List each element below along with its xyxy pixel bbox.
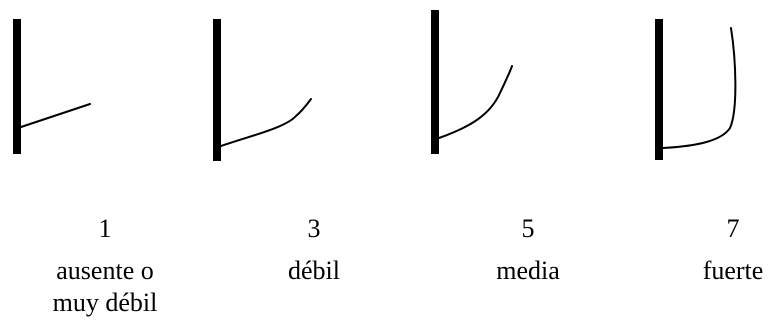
scale-item-3-drawing	[213, 19, 312, 161]
scale-caption-1: ausente o muy débil	[53, 255, 158, 319]
scale-caption-5-line-1: media	[496, 256, 560, 285]
scale-value-5: 5	[521, 214, 535, 243]
curve-line-3	[220, 98, 312, 147]
scale-caption-7: fuerte	[703, 255, 764, 287]
scale-item-1-drawing	[13, 19, 91, 154]
stem-bar-3	[213, 19, 221, 161]
curve-line-5	[438, 65, 513, 139]
curve-line-1	[20, 103, 91, 128]
scale-value-7: 7	[726, 214, 740, 243]
scale-value-3: 3	[307, 214, 321, 243]
curve-line-7	[662, 27, 737, 149]
scale-caption-1-line-1: ausente o	[56, 256, 154, 285]
scale-caption-1-line-2: muy débil	[52, 288, 158, 317]
scale-caption-5: media	[496, 255, 560, 287]
stem-bar-5	[431, 10, 439, 154]
stem-bar-7	[655, 19, 663, 160]
scale-value-1: 1	[98, 214, 112, 243]
scale-caption-3-line-1: débil	[288, 256, 340, 285]
scale-caption-3: débil	[288, 255, 340, 287]
stem-bar-1	[13, 19, 21, 154]
scale-caption-7-line-1: fuerte	[702, 256, 764, 285]
scale-item-7-drawing	[655, 19, 737, 160]
scale-item-5-drawing	[431, 10, 513, 154]
